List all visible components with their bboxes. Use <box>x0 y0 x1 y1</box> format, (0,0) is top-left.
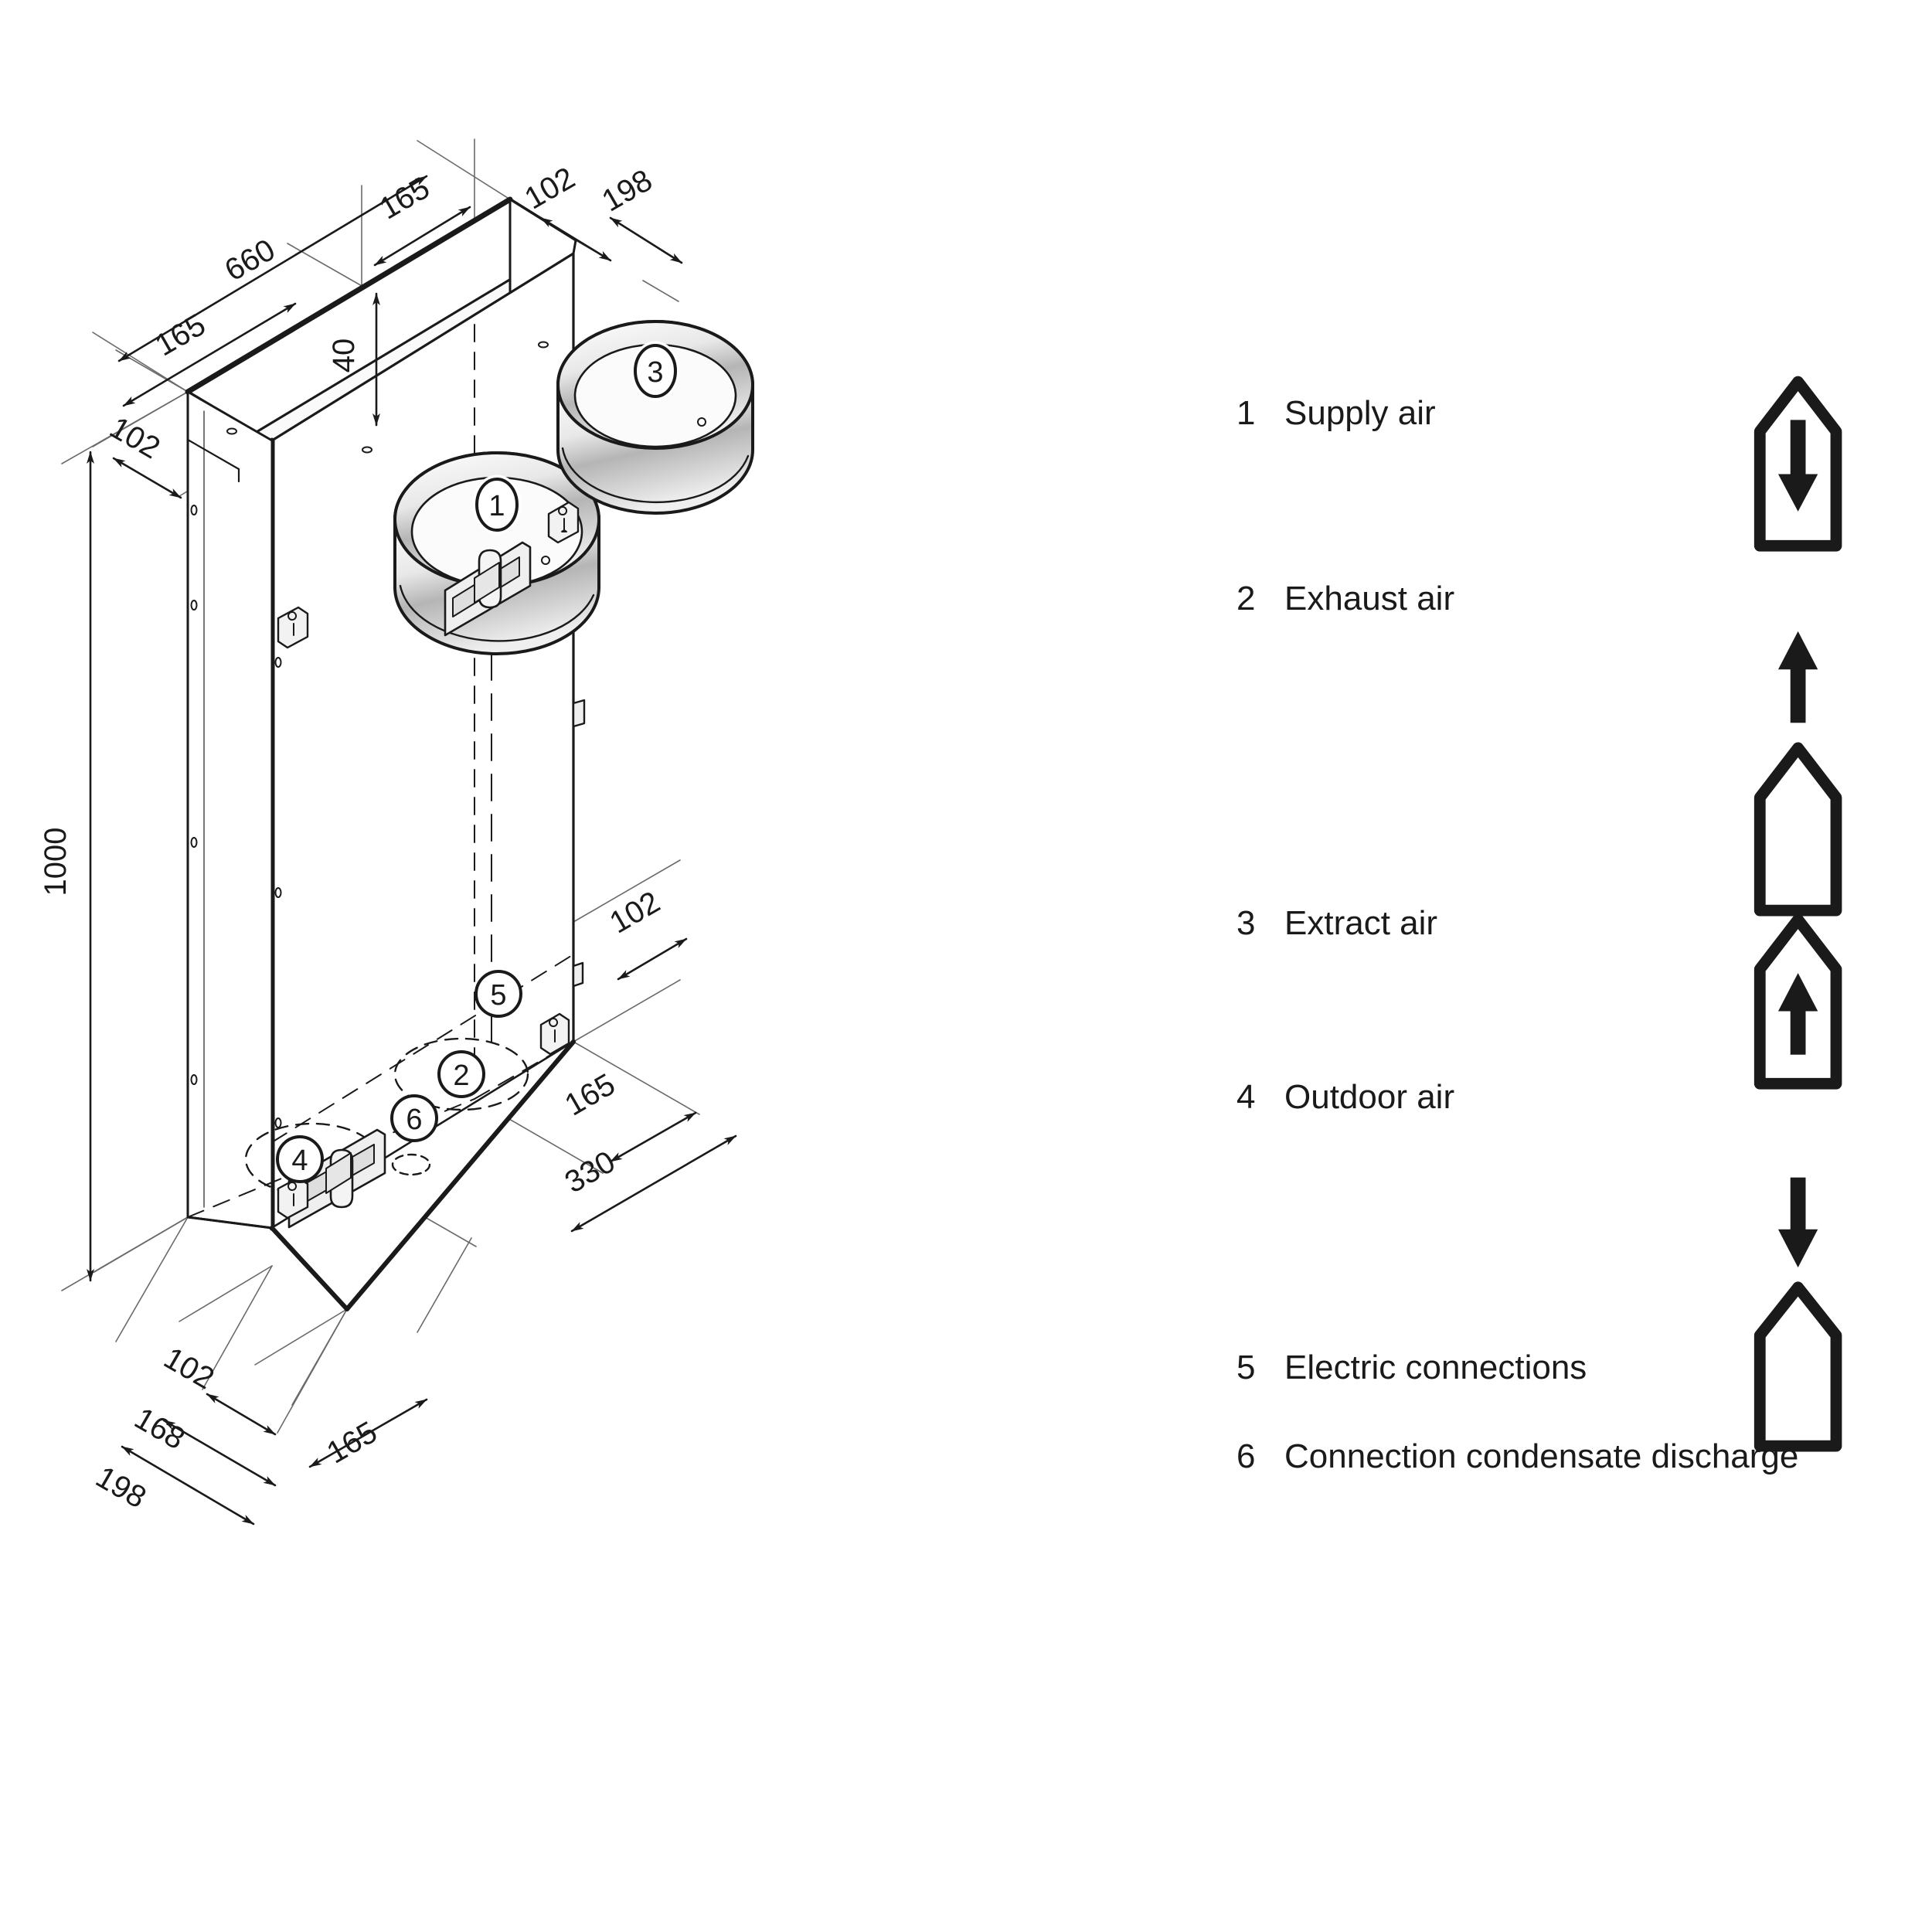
lower-mounting-bracket <box>287 1128 386 1229</box>
legend-label: Supply air <box>1284 394 1436 432</box>
house-arrow-up-outside-icon <box>1753 631 1842 917</box>
legend-label: Exhaust air <box>1284 580 1455 617</box>
upper-mounting-bracket <box>444 541 532 637</box>
dim-165-bottom-front: 165 <box>321 1415 383 1470</box>
callout-6: 6 <box>390 1094 438 1142</box>
condensate-drain-outline <box>391 1153 431 1176</box>
dim-102-upper-left: 102 <box>104 410 166 465</box>
dim-198-bottom: 198 <box>90 1460 152 1515</box>
front-face-screws <box>190 505 282 1128</box>
callout-3: 3 <box>631 341 680 401</box>
legend-icon-column <box>1753 376 1842 1452</box>
dim-660: 660 <box>219 233 281 287</box>
top-plate-screws <box>226 341 549 454</box>
callout-2: 2 <box>437 1050 485 1098</box>
svg-text:3: 3 <box>647 356 663 389</box>
legend-number: 1 <box>1236 394 1256 432</box>
dim-165-bottom-right: 165 <box>560 1067 621 1122</box>
legend-item-supply-air: 1 Supply air <box>1236 394 1436 433</box>
unit-left-panel <box>186 390 274 1230</box>
keyhole-tab-upper <box>547 501 580 544</box>
callout-markers: 1 3 2 4 5 6 <box>276 341 680 1183</box>
legend-label: Electric connections <box>1284 1349 1587 1386</box>
house-arrow-up-inside-icon <box>1753 913 1842 1090</box>
svg-text:6: 6 <box>406 1104 422 1136</box>
dim-102-top: 102 <box>519 161 581 216</box>
dim-168: 168 <box>129 1401 191 1456</box>
legend-number: 3 <box>1236 904 1256 942</box>
legend-number: 2 <box>1236 580 1256 617</box>
dim-165-right: 165 <box>374 171 436 226</box>
house-arrow-down-outside-icon <box>1753 1177 1842 1452</box>
legend-number: 5 <box>1236 1349 1256 1386</box>
legend-item-condensate-discharge: 6 Connection condensate discharge <box>1236 1437 1798 1476</box>
dimension-lines <box>87 175 737 1526</box>
dim-40: 40 <box>327 338 361 373</box>
legend-item-electric-connections: 5 Electric connections <box>1236 1349 1587 1387</box>
svg-text:5: 5 <box>490 979 506 1012</box>
keyhole-tab-left <box>277 606 309 649</box>
legend-item-exhaust-air: 2 Exhaust air <box>1236 580 1454 618</box>
electric-connection-tab <box>539 1012 570 1056</box>
dim-198-top: 198 <box>597 163 658 218</box>
legend-number: 4 <box>1236 1078 1256 1116</box>
svg-text:1: 1 <box>488 490 505 522</box>
legend-number: 6 <box>1236 1437 1256 1475</box>
callout-1: 1 <box>472 474 522 535</box>
callout-5: 5 <box>474 970 522 1018</box>
dim-102-right: 102 <box>604 885 666 940</box>
dim-165-left: 165 <box>150 308 212 362</box>
dim-102-bottom-left: 102 <box>158 1341 220 1396</box>
legend-item-extract-air: 3 Extract air <box>1236 904 1437 943</box>
dim-1000: 1000 <box>39 828 73 896</box>
legend-label: Connection condensate discharge <box>1284 1437 1799 1475</box>
isometric-unit-drawing: 660 165 165 40 102 198 102 1000 102 168 … <box>39 138 754 1526</box>
legend-label: Outdoor air <box>1284 1078 1455 1116</box>
house-arrow-down-inside-icon <box>1753 376 1842 552</box>
svg-text:4: 4 <box>291 1145 308 1177</box>
callout-4: 4 <box>276 1135 324 1183</box>
legend-label: Extract air <box>1284 904 1438 942</box>
legend-list: 1 Supply air 2 Exhaust air 3 Extract air… <box>1236 325 1917 1515</box>
svg-text:2: 2 <box>453 1060 469 1092</box>
side-clip <box>572 699 586 988</box>
legend-item-outdoor-air: 4 Outdoor air <box>1236 1078 1454 1117</box>
